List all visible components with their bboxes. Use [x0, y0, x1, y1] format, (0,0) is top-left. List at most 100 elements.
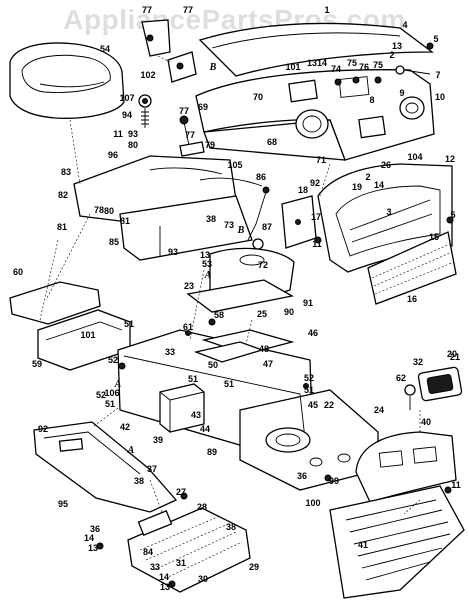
- callout-52: 52: [108, 355, 118, 365]
- callout-71: 71: [316, 155, 326, 165]
- callout-102: 102: [140, 70, 155, 80]
- callout-69: 69: [198, 102, 208, 112]
- callout-92: 92: [310, 178, 320, 188]
- callout-68: 68: [267, 137, 277, 147]
- callout-100: 100: [305, 498, 320, 508]
- callout-77: 77: [179, 106, 189, 116]
- console-part: [73, 155, 263, 261]
- callout-96: 96: [108, 150, 118, 160]
- callout-37: 37: [147, 464, 157, 474]
- reference-letter-a: A: [127, 445, 135, 456]
- callout-38: 38: [134, 476, 144, 486]
- callout-10: 10: [435, 92, 445, 102]
- callout-38: 38: [206, 214, 216, 224]
- callout-17: 17: [311, 212, 321, 222]
- callout-91: 91: [303, 298, 313, 308]
- callout-51: 51: [304, 385, 314, 395]
- callout-51: 51: [188, 374, 198, 384]
- callout-106: 106: [104, 388, 119, 398]
- callout-15: 15: [429, 232, 439, 242]
- callout-46: 46: [308, 328, 318, 338]
- callout-33: 33: [165, 347, 175, 357]
- mesh-screen-part: [367, 231, 457, 305]
- callout-11: 11: [113, 129, 123, 139]
- reference-letter-a: A: [204, 270, 212, 281]
- leader-lines: [39, 119, 421, 515]
- callout-14: 14: [374, 180, 384, 190]
- callout-13: 13: [392, 41, 402, 51]
- callout-99: 99: [329, 476, 339, 486]
- callout-13: 13: [88, 543, 98, 553]
- callout-94: 94: [122, 110, 132, 120]
- dash-panel-part: [195, 69, 435, 161]
- footrest-plate-part: [127, 507, 251, 593]
- callout-38: 38: [226, 522, 236, 532]
- callout-93: 93: [128, 129, 138, 139]
- callout-58: 58: [214, 310, 224, 320]
- callout-77: 77: [183, 5, 193, 15]
- callout-53: 53: [202, 259, 212, 269]
- callout-33: 33: [150, 562, 160, 572]
- callout-26: 26: [381, 160, 391, 170]
- callout-40: 40: [421, 417, 431, 427]
- reference-letter-b: B: [237, 225, 245, 236]
- hood-part: [198, 22, 434, 77]
- callout-24: 24: [374, 405, 384, 415]
- callout-8: 8: [369, 95, 374, 105]
- callout-52: 52: [96, 390, 106, 400]
- callout-36: 36: [297, 471, 307, 481]
- seat-part: [9, 42, 125, 119]
- callout-107: 107: [119, 93, 134, 103]
- callout-5: 5: [450, 210, 455, 220]
- callout-81: 81: [57, 222, 67, 232]
- callout-80: 80: [104, 206, 114, 216]
- callout-12: 12: [445, 154, 455, 164]
- callout-82: 82: [58, 190, 68, 200]
- callout-39: 39: [153, 435, 163, 445]
- callout-41: 41: [358, 540, 368, 550]
- callout-4: 4: [402, 20, 407, 30]
- callout-89: 89: [207, 447, 217, 457]
- callout-70: 70: [253, 92, 263, 102]
- callout-21: 21: [450, 352, 460, 362]
- callout-32: 32: [413, 357, 423, 367]
- battery-tray-part: [9, 281, 131, 371]
- callout-11: 11: [451, 480, 461, 490]
- callout-2: 2: [365, 172, 370, 182]
- callout-62: 62: [396, 373, 406, 383]
- callout-104: 104: [407, 152, 422, 162]
- callout-51: 51: [124, 319, 134, 329]
- seat-spring-part: [138, 94, 152, 128]
- callout-45: 45: [308, 400, 318, 410]
- callout-36: 36: [90, 524, 100, 534]
- callout-80: 80: [128, 140, 138, 150]
- cover-plate-part: [193, 329, 295, 363]
- callout-28: 28: [197, 502, 207, 512]
- callout-19: 19: [352, 182, 362, 192]
- reference-letter-a: A: [114, 379, 122, 390]
- callout-29: 29: [249, 562, 259, 572]
- grille-part: [329, 485, 465, 599]
- callout-14: 14: [159, 572, 169, 582]
- callout-18: 18: [298, 185, 308, 195]
- battery-part: [159, 383, 205, 433]
- callout-81: 81: [120, 216, 130, 226]
- lever-part: [179, 115, 205, 157]
- callout-79: 79: [205, 140, 215, 150]
- callout-77: 77: [142, 5, 152, 15]
- reference-letter-b: B: [209, 62, 217, 73]
- callout-61: 61: [183, 322, 193, 332]
- callout-30: 30: [198, 574, 208, 584]
- callout-16: 16: [407, 294, 417, 304]
- callout-84: 84: [143, 547, 153, 557]
- footrest-left-part: [33, 421, 178, 513]
- seat-bracket-part: [141, 19, 197, 83]
- callout-14: 14: [84, 533, 94, 543]
- callout-60: 60: [13, 267, 23, 277]
- callout-50: 50: [208, 360, 218, 370]
- callout-59: 59: [32, 359, 42, 369]
- headlight-part: [404, 366, 463, 410]
- callout-48: 48: [259, 344, 269, 354]
- callout-93: 93: [168, 247, 178, 257]
